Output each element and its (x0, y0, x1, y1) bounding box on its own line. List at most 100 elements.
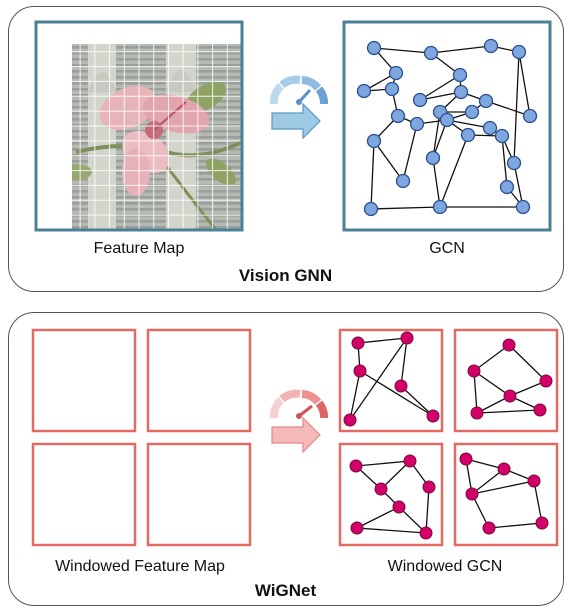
window-graph-edge (349, 370, 361, 421)
window-graph-node (392, 500, 406, 514)
speed-gauge-icon-blue (269, 75, 328, 105)
graph-edge (501, 135, 508, 188)
graph-node (453, 84, 469, 100)
window-graph-edge (488, 522, 543, 529)
graph-node (388, 65, 404, 81)
graph-node (478, 93, 494, 109)
graph-edge (370, 140, 375, 210)
window-graph-edge (357, 337, 408, 344)
window-graph-node (502, 338, 516, 352)
window-graph-node (351, 336, 365, 350)
windowed-gcn (338, 328, 559, 547)
graph-node (356, 83, 372, 99)
graph-edge (446, 119, 491, 129)
graph-node (494, 128, 510, 144)
gcn-map (342, 20, 552, 232)
window-graph-node (482, 521, 496, 535)
window-graph-node (459, 452, 473, 466)
graph-node (390, 108, 406, 124)
graph-node (425, 150, 441, 166)
graph-node (506, 155, 522, 171)
graph-node (366, 40, 382, 56)
window-graph-node (533, 403, 547, 417)
graph-node (384, 81, 400, 97)
windowed-gcn-label: Windowed GCN (387, 558, 503, 575)
window-graph-edge (425, 486, 430, 534)
wignet-title: WiGNet (254, 581, 317, 600)
window-graph-node (403, 454, 417, 468)
window-graph-edge (473, 370, 478, 414)
window-graph-node (527, 474, 541, 488)
graph-edge (432, 157, 441, 208)
window-graph-node (343, 413, 357, 427)
graph-node (439, 112, 455, 128)
graph-edge (518, 51, 531, 117)
window-graph-edge (400, 385, 434, 417)
window-graph-edge (465, 458, 505, 470)
vision-gnn-title: Vision GNN (238, 266, 333, 285)
graph-node (412, 92, 428, 108)
graph-node (366, 133, 382, 149)
window-graph-edge (349, 337, 408, 421)
graph-node (499, 179, 515, 195)
graph-edge (402, 123, 418, 182)
graph-node (522, 108, 538, 124)
window-graph-edge (471, 480, 535, 495)
window-graph-edge (356, 506, 400, 529)
window-graph-edge (359, 370, 434, 417)
windowed-feature-map-label: Windowed Feature Map (55, 558, 225, 575)
graph-edge (439, 134, 469, 208)
window-graph-node (470, 406, 484, 420)
window-graph-node (400, 331, 414, 345)
graph-node (482, 120, 498, 136)
window-graph-edge (508, 344, 547, 382)
graph-edge (419, 74, 461, 101)
graph-node (452, 67, 468, 83)
window-graph-node (349, 459, 363, 473)
window-graph-node (497, 462, 511, 476)
graph-edge (513, 51, 520, 164)
window-graph-node (422, 480, 436, 494)
window-graph-node (535, 516, 549, 530)
feature-map-label: Feature Map (93, 240, 185, 257)
gcn-label: GCN (429, 240, 465, 257)
window-graph-node (419, 526, 433, 540)
arrow-right-icon-blue (271, 102, 321, 140)
graph-node (515, 199, 531, 215)
graph-edge (373, 140, 404, 182)
speed-gauge-icon-red (269, 389, 328, 419)
window-graph-edge (355, 460, 411, 467)
window-graph-edge (473, 344, 510, 372)
graph-edge (430, 45, 492, 54)
window-graph-node (465, 487, 479, 501)
window-graph-edge (400, 337, 408, 387)
window-graph-node (353, 364, 367, 378)
window-graph-edge (356, 527, 427, 534)
window-graph-edge (471, 468, 505, 495)
windowed-feature-map (31, 328, 252, 547)
graph-edge (370, 206, 441, 210)
graph-edge (513, 162, 524, 208)
window-graph-edge (473, 370, 511, 397)
graph-node (395, 173, 411, 189)
window-graph-node (539, 374, 553, 388)
graph-edge (373, 47, 432, 54)
window-graph-node (350, 521, 364, 535)
window-graph-node (503, 389, 517, 403)
graph-edge (432, 111, 441, 159)
feature-map (34, 20, 244, 232)
window-graph-edge (476, 409, 541, 414)
graph-node (363, 201, 379, 217)
window-graph-edge (533, 480, 543, 524)
window-graph-node (394, 379, 408, 393)
graph-edge (485, 100, 531, 117)
arrow-right-icon-red (271, 416, 321, 454)
graph-node (483, 38, 499, 54)
graph-node (409, 116, 425, 132)
graph-node (464, 104, 480, 120)
graph-node (432, 199, 448, 215)
window-graph-node (467, 364, 481, 378)
window-graph-node (426, 409, 440, 423)
graph-node (423, 45, 439, 61)
